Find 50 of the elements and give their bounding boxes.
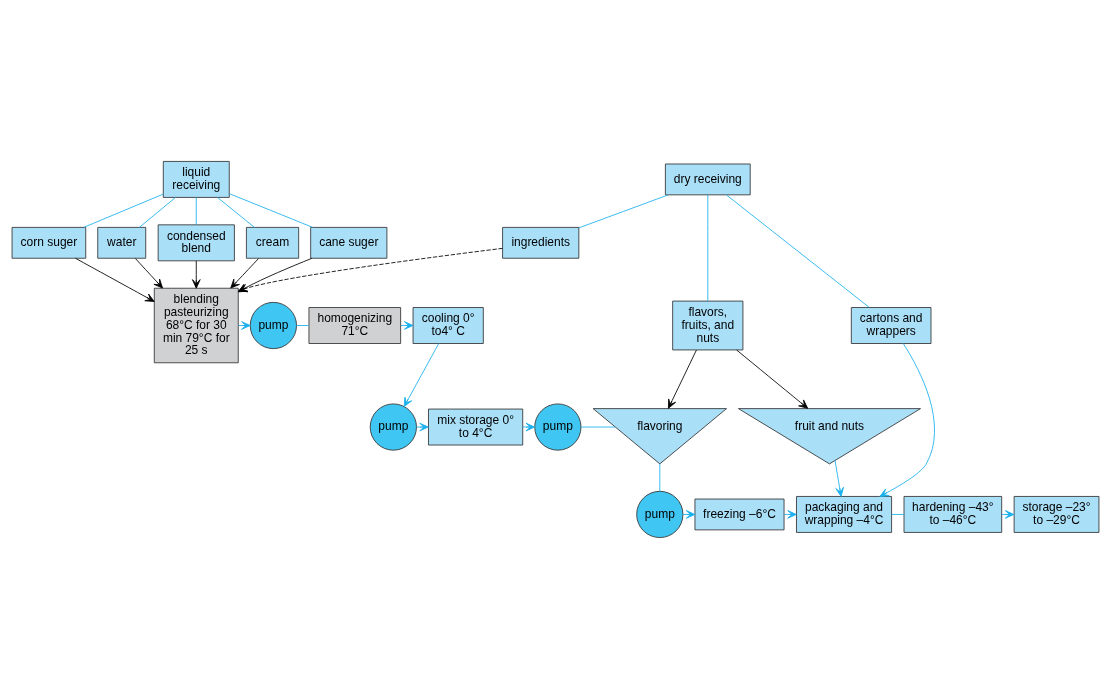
arrow <box>736 349 809 409</box>
connector <box>578 193 669 228</box>
node-box: dry receiving <box>664 163 751 195</box>
connector <box>707 194 709 301</box>
node-box: packaging and wrapping –4°C <box>796 495 892 533</box>
node-box: cooling 0° to4° C <box>412 306 484 344</box>
node-box: cartons and wrappers <box>850 306 932 344</box>
arrow <box>400 320 414 330</box>
connector <box>296 324 310 326</box>
node-box: homogenizing 71°C <box>308 306 402 344</box>
node-box: mix storage 0° to 4°C <box>428 408 524 445</box>
node-box: ingredients <box>502 226 580 259</box>
node-box: cream <box>245 226 300 259</box>
connector <box>659 463 661 492</box>
connector <box>83 193 164 228</box>
node-box: water <box>97 226 147 259</box>
arrow <box>834 459 844 497</box>
arrow <box>230 257 259 288</box>
node-box: liquid receiving <box>162 160 230 198</box>
arrow <box>403 342 440 407</box>
connector <box>580 426 616 427</box>
connector <box>891 513 905 515</box>
node-box: hardening –43° to –46°C <box>903 495 1003 533</box>
node-box: corn suger <box>11 226 87 259</box>
node-circle: pump <box>249 301 297 349</box>
connector <box>228 192 313 228</box>
node-box: blending pasteurizing 68°C for 30 min 79°C for 25 s <box>153 287 239 363</box>
arrow <box>667 349 697 409</box>
connector <box>217 196 255 228</box>
arrow <box>682 509 696 519</box>
connector <box>725 194 870 308</box>
arrow <box>522 422 536 431</box>
connector <box>195 196 197 225</box>
node-circle: pump <box>369 403 417 451</box>
arrow <box>784 509 797 519</box>
arrow <box>75 257 155 302</box>
node-circle: pump <box>636 490 684 538</box>
node-box: cane suger <box>310 226 388 259</box>
node-box: freezing –6°C <box>694 498 785 530</box>
node-box: condensed blend <box>157 223 235 261</box>
node-box: storage –23° to –29°C <box>1013 495 1100 533</box>
arrow <box>879 342 935 497</box>
arrow <box>1001 509 1015 519</box>
arrow <box>238 320 251 330</box>
arrow <box>416 422 429 431</box>
arrow <box>135 257 163 288</box>
connector <box>138 196 176 228</box>
arrow <box>192 259 201 289</box>
node-circle: pump <box>534 403 582 451</box>
node-box: flavors, fruits, and nuts <box>672 300 744 350</box>
